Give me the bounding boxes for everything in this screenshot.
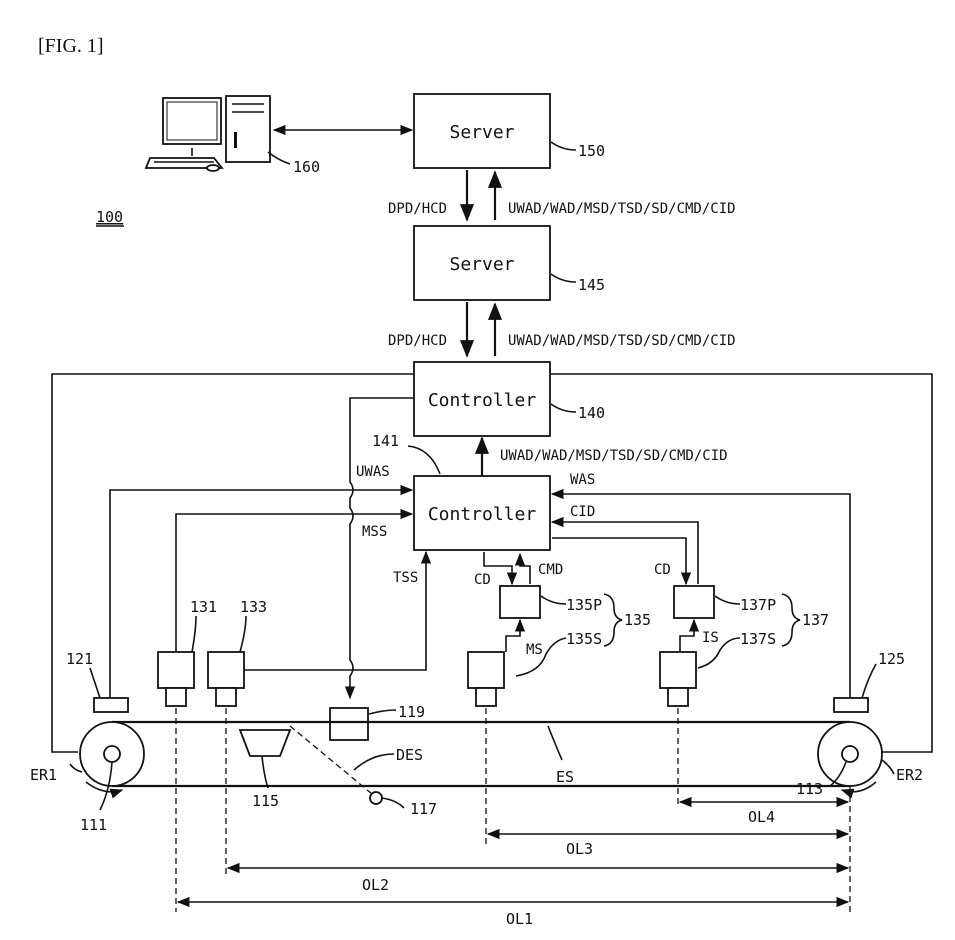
roller-111-ref: 111	[80, 816, 107, 834]
processor-135p-ref: 135P	[566, 596, 602, 614]
distance-ol2-label: OL2	[362, 876, 389, 894]
target-117-icon	[370, 792, 382, 804]
sensor-121-ref: 121	[66, 650, 93, 668]
signal-ms: MS	[526, 642, 543, 658]
controller-141-label: Controller	[428, 504, 537, 525]
camera-131-ref: 131	[190, 598, 217, 616]
group-137-ref: 137	[802, 611, 829, 629]
system-ref-label: 100	[96, 208, 123, 226]
camera-137s-icon	[660, 652, 696, 706]
signal-cd-left: CD	[474, 572, 491, 588]
brace-135	[604, 594, 622, 646]
processor-137p-box	[674, 586, 714, 618]
roller-113-ref: 113	[796, 780, 823, 798]
computer-icon	[146, 96, 270, 171]
group-135-ref: 135	[624, 611, 651, 629]
signal-was: WAS	[570, 472, 595, 488]
signal-up-3: UWAD/WAD/MSD/TSD/SD/CMD/CID	[500, 448, 728, 464]
marker-119-ref: 119	[398, 703, 425, 721]
controller-140-ref: 140	[578, 404, 605, 422]
camera-135s-icon	[468, 652, 504, 706]
camera-133-icon	[208, 652, 244, 706]
signal-tss: TSS	[393, 570, 418, 586]
figure-title: [FIG. 1]	[38, 35, 104, 57]
sensor-125	[834, 698, 868, 712]
signal-up-2: UWAD/WAD/MSD/TSD/SD/CMD/CID	[508, 333, 736, 349]
dispenser-115-ref: 115	[252, 792, 279, 810]
signal-uwas: UWAS	[356, 464, 390, 480]
server-150-label: Server	[449, 122, 514, 143]
signal-dpd-hcd-1: DPD/HCD	[388, 201, 447, 217]
controller-140-label: Controller	[428, 390, 537, 411]
frame-line-right	[550, 374, 932, 752]
er2-label: ER2	[896, 766, 923, 784]
ms-line	[506, 620, 520, 652]
des-label: DES	[396, 746, 423, 764]
brace-137	[782, 594, 800, 646]
sensor-137s-ref: 137S	[740, 630, 776, 648]
dispenser-115-icon	[240, 730, 290, 756]
distance-ol4-label: OL4	[748, 808, 775, 826]
processor-135p-box	[500, 586, 540, 618]
camera-133-ref: 133	[240, 598, 267, 616]
signal-cmd: CMD	[538, 562, 563, 578]
signal-mss: MSS	[362, 524, 387, 540]
is-line	[680, 620, 694, 652]
signal-up-1: UWAD/WAD/MSD/TSD/SD/CMD/CID	[508, 201, 736, 217]
signal-is: IS	[702, 630, 719, 646]
roller-left-icon	[80, 722, 144, 786]
er1-label: ER1	[30, 766, 57, 784]
marker-119-box	[330, 708, 368, 740]
camera-131-icon	[158, 652, 194, 706]
cid-line	[552, 522, 698, 584]
processor-137p-ref: 137P	[740, 596, 776, 614]
sensor-125-ref: 125	[878, 650, 905, 668]
signal-cd-right: CD	[654, 562, 671, 578]
distance-ol3-label: OL3	[566, 840, 593, 858]
sensor-135s-ref: 135S	[566, 630, 602, 648]
server-150-ref: 150	[578, 142, 605, 160]
distance-ol1-label: OL1	[506, 910, 533, 928]
computer-ref-label: 160	[293, 158, 320, 176]
controller-141-ref: 141	[372, 432, 399, 450]
belt-es-label: ES	[556, 768, 574, 786]
signal-cid: CID	[570, 504, 595, 520]
roller-right-icon	[818, 722, 882, 786]
cmd-line	[520, 554, 530, 584]
server-145-ref: 145	[578, 276, 605, 294]
signal-dpd-hcd-2: DPD/HCD	[388, 333, 447, 349]
target-117-ref: 117	[410, 800, 437, 818]
server-145-label: Server	[449, 254, 514, 275]
uwas-line	[110, 490, 412, 698]
sensor-121	[94, 698, 128, 712]
